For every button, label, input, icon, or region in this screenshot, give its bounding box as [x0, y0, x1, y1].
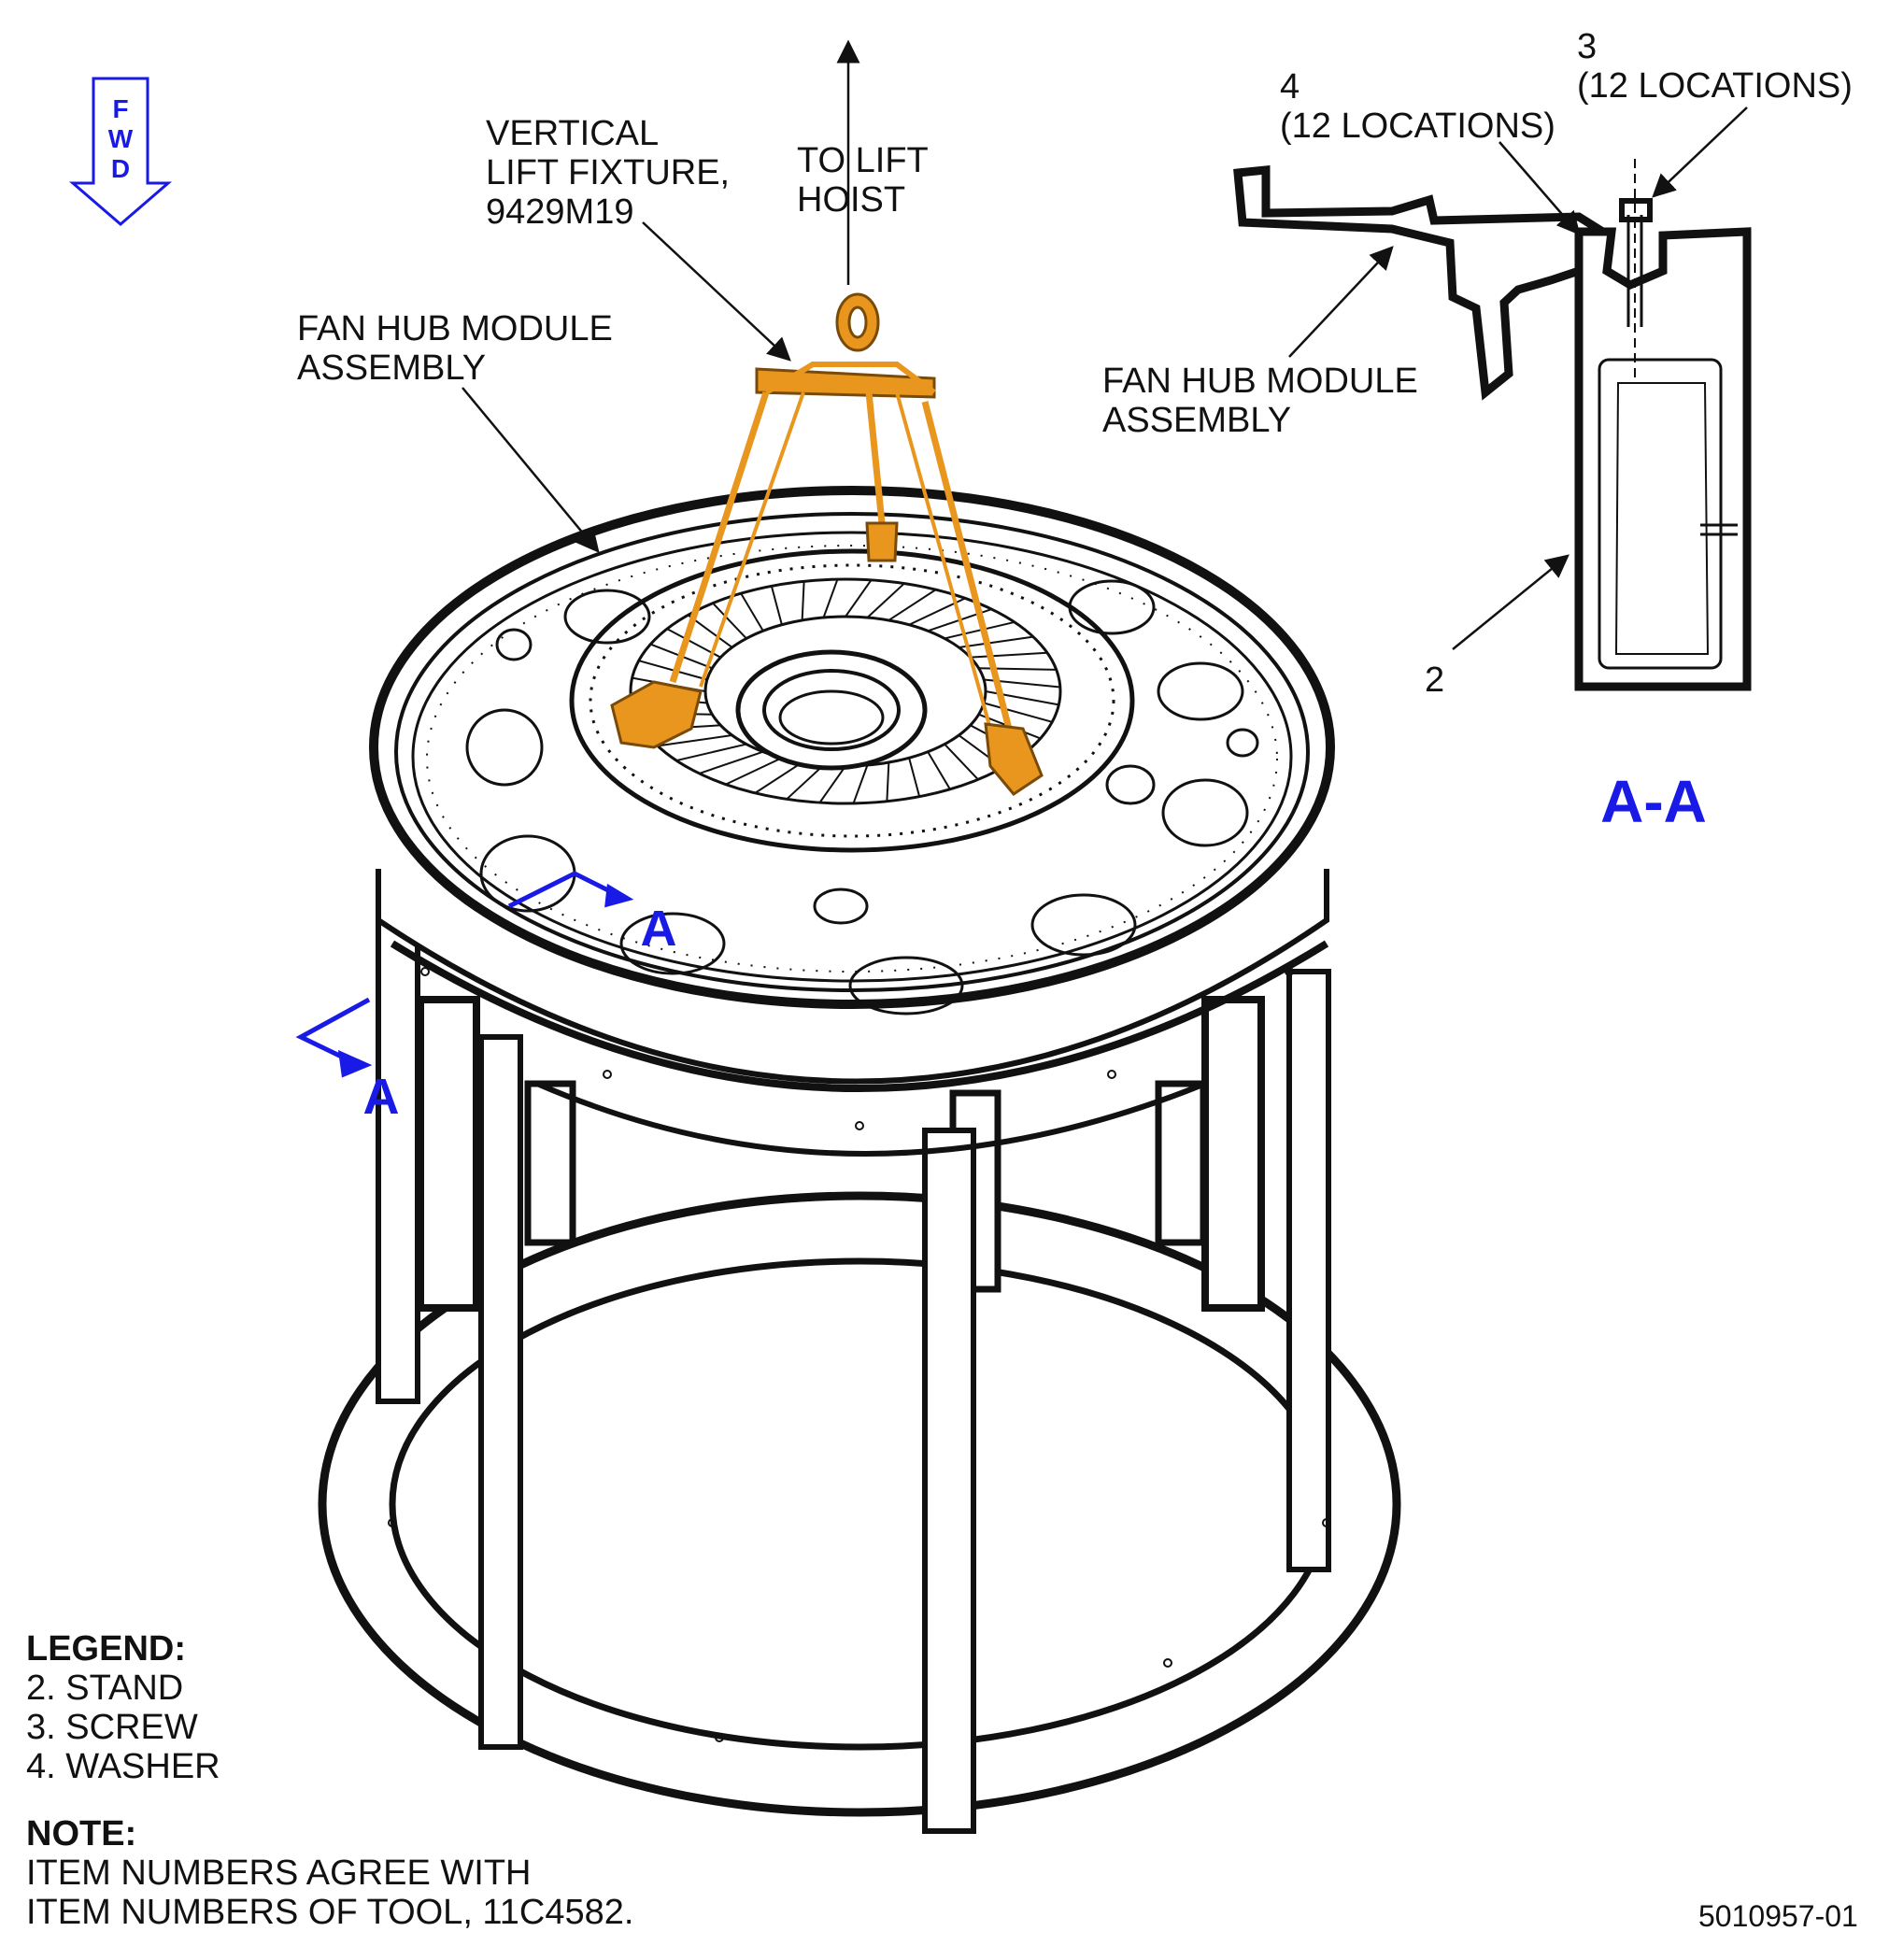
stand [318, 913, 1401, 1834]
fan-blade [712, 602, 747, 640]
fan-blade [818, 765, 846, 803]
fan-blade [845, 579, 873, 618]
fan-blade [754, 761, 803, 794]
fan-blade [770, 586, 783, 625]
fan-hub-module-assembly [369, 486, 1335, 1130]
fan-blade [927, 751, 951, 790]
label-item-2: 2 [1425, 660, 1444, 700]
fwd-letter-d: D [111, 154, 130, 183]
fan-blade [908, 758, 921, 797]
fan-blade [638, 660, 708, 681]
label-lift-fixture: VERTICAL LIFT FIXTURE, 9429M19 [486, 114, 730, 232]
fan-blade [657, 734, 732, 747]
fan-blade [675, 743, 747, 762]
svg-text:ASSEMBLY: ASSEMBLY [297, 348, 486, 388]
legend-item-washer: 4. WASHER [26, 1747, 220, 1786]
svg-text:VERTICAL: VERTICAL [486, 114, 659, 153]
section-title: A-A [1600, 768, 1707, 835]
svg-text:TO LIFT: TO LIFT [797, 141, 929, 180]
note-line-1: ITEM NUMBERS AGREE WITH [26, 1853, 532, 1893]
fan-blade [822, 578, 839, 618]
legend-item-stand: 2. STAND [26, 1669, 184, 1708]
fwd-letter-f: F [112, 94, 128, 123]
label-item-4: 4 (12 LOCATIONS) [1280, 67, 1555, 146]
svg-text:(12 LOCATIONS): (12 LOCATIONS) [1577, 66, 1853, 106]
note-line-2: ITEM NUMBERS OF TOOL, 11C4582. [26, 1893, 634, 1932]
section-marker-label-side: A [363, 1069, 400, 1125]
section-a-a-detail [1233, 159, 1752, 691]
fan-blade [699, 750, 764, 774]
svg-text:9429M19: 9429M19 [486, 192, 633, 232]
fan-blade [740, 592, 764, 632]
fan-blade [983, 702, 1053, 723]
fan-blade [725, 757, 783, 786]
fwd-letter-w: W [108, 124, 134, 153]
svg-text:4: 4 [1280, 67, 1300, 107]
fan-blade [888, 589, 937, 621]
svg-text:HOIST: HOIST [797, 180, 905, 220]
vertical-lift-fixture [610, 292, 1044, 796]
label-to-lift-hoist: TO LIFT HOIST [797, 141, 929, 220]
fan-blade [786, 764, 825, 801]
legend-item-screw: 3. SCREW [26, 1708, 198, 1747]
label-item-3: 3 (12 LOCATIONS) [1577, 27, 1853, 106]
section-cut-marker-table [295, 871, 634, 1078]
legend-title: LEGEND: [26, 1629, 186, 1669]
svg-text:ASSEMBLY: ASSEMBLY [1102, 401, 1291, 440]
fwd-arrow-icon: F W D [68, 77, 173, 226]
fan-blade [959, 635, 1034, 648]
note-title: NOTE: [26, 1814, 137, 1853]
figure-id: 5010957-01 [1698, 1899, 1858, 1933]
label-fan-hub-detail: FAN HUB MODULE ASSEMBLY [1102, 362, 1418, 440]
fan-blade [944, 620, 1016, 640]
fan-blade [866, 582, 905, 618]
fan-blade [970, 651, 1048, 659]
legend: LEGEND: 2. STAND 3. SCREW 4. WASHER [26, 1629, 220, 1786]
svg-text:FAN HUB MODULE: FAN HUB MODULE [1102, 362, 1418, 401]
note: NOTE: ITEM NUMBERS AGREE WITH ITEM NUMBE… [26, 1814, 633, 1932]
label-fan-hub-main: FAN HUB MODULE ASSEMBLY [297, 309, 613, 388]
section-marker-label-top: A [641, 901, 677, 957]
svg-text:FAN HUB MODULE: FAN HUB MODULE [297, 309, 613, 348]
fan-blade [886, 762, 890, 802]
svg-text:3: 3 [1577, 27, 1597, 66]
fan-blade [944, 743, 979, 781]
fan-blade [801, 581, 805, 620]
leader-lines [462, 39, 1748, 650]
fan-blade [852, 764, 869, 804]
svg-text:LIFT FIXTURE,: LIFT FIXTURE, [486, 153, 730, 192]
svg-text:(12 LOCATIONS): (12 LOCATIONS) [1280, 107, 1555, 146]
